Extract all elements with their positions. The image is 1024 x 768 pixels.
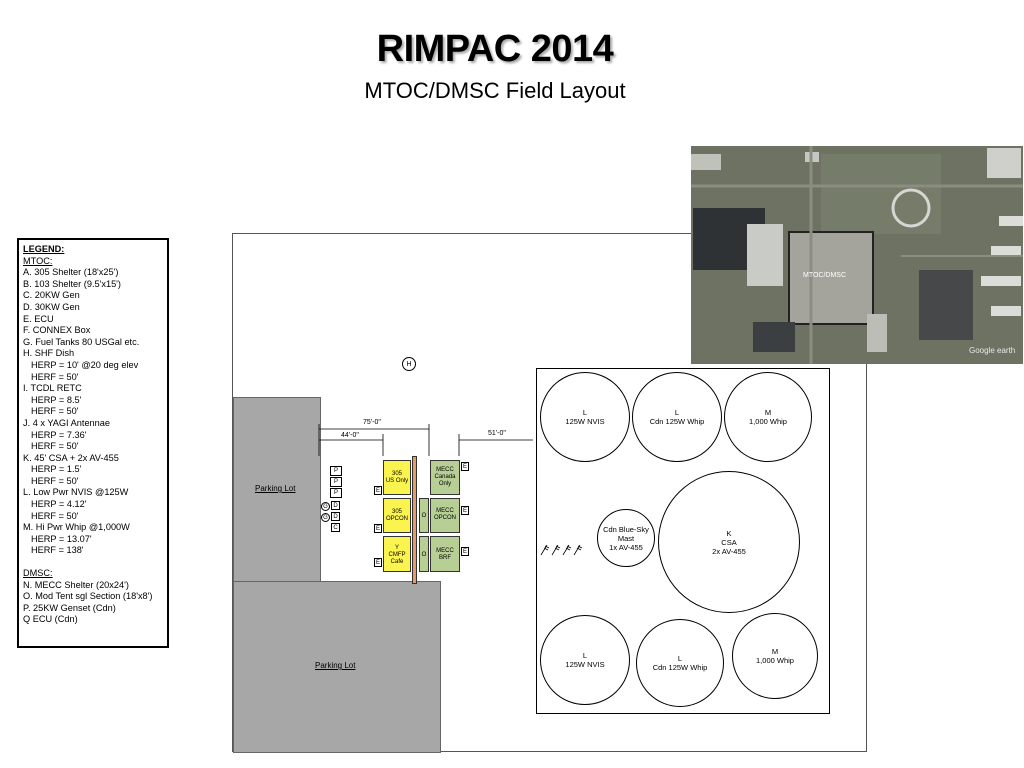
gen-d-2: D [331,512,340,521]
legend-item: Q ECU (Cdn) [23,614,78,625]
legend-item: HERP = 4.12' [31,499,87,510]
legend-dmsc-list: N. MECC Shelter (20x24')O. Mod Tent sgl … [23,580,163,626]
shelter-305-opcon: 305 OPCON [383,498,411,533]
legend-item: I. TCDL RETC [23,383,82,394]
legend-item: HERF = 50' [31,475,79,486]
satellite-image [691,146,1023,364]
legend-item: E. ECU [23,313,54,324]
legend-item: HERF = 50' [31,510,79,521]
legend-item: HERP = 7.36' [31,429,87,440]
mecc-opcon: MECC OPCON [430,498,460,533]
parking-lot-lower-label: Parking Lot [315,661,356,670]
google-earth-watermark: Google earth [969,346,1016,355]
mecc-brf: MECC BRF [430,536,460,572]
legend-item: HERF = 138' [31,545,84,556]
legend-item: C. 20KW Gen [23,290,80,301]
parking-lot-lower [233,581,441,753]
legend-dmsc-heading: DMSC: [23,568,53,579]
ecu-e-4: E [461,462,469,471]
shf-dish: H [402,357,416,371]
genset-p-3: P [330,488,342,498]
genset-p-1: P [330,466,342,476]
legend-item: HERF = 50' [31,441,79,452]
satellite-label: MTOC/DMSC [803,272,847,279]
gen-d-1: D [331,501,340,510]
antenna-field [536,368,830,714]
legend-item: HERP = 13.07' [31,533,92,544]
legend-item: F. CONNEX Box [23,325,91,336]
legend-item: N. MECC Shelter (20x24') [23,579,129,590]
legend-item: H. SHF Dish [23,348,75,359]
yagi-antennae-icon [540,544,583,556]
tent-o-2: O [419,536,429,572]
tent-o-1: O [419,498,429,533]
fuel-g-2: G [321,513,330,522]
dim-51: 51'-0" [488,430,506,437]
satellite-photo: MTOC/DMSC Google earth [691,146,1023,364]
page-title: RIMPAC 2014 [376,28,614,70]
legend-item: P. 25KW Genset (Cdn) [23,602,116,613]
ecu-e-5: E [461,506,469,515]
legend-item: M. Hi Pwr Whip @1,000W [23,522,130,533]
legend-item: HERF = 50' [31,371,79,382]
legend-item: A. 305 Shelter (18'x25') [23,267,119,278]
ecu-e-3: E [374,558,382,567]
dim-75: 75'-0" [363,419,381,426]
ecu-e-6: E [461,547,469,556]
fuel-g-1: G [321,502,330,511]
legend-item: K. 45' CSA + 2x AV-455 [23,452,119,463]
dim-44: 44'-0" [341,432,359,439]
legend-item: O. Mod Tent sgl Section (18'x8') [23,591,153,602]
legend-item: HERP = 10' @20 deg elev [31,359,139,370]
mecc-canada-only: MECC Canada Only [430,460,460,495]
legend-heading: LEGEND: [23,244,65,254]
legend-item: D. 30KW Gen [23,301,80,312]
ecu-e-2: E [374,524,382,533]
legend-item: G. Fuel Tanks 80 USGal etc. [23,336,140,347]
legend-item: B. 103 Shelter (9.5'x15') [23,278,121,289]
legend-item: HERP = 8.5' [31,394,82,405]
legend-item: HERF = 50' [31,406,79,417]
site-layout-map: Parking Lot Parking Lot H 75'-0" 44'-0" … [232,233,867,753]
legend-box: LEGEND: MTOC: A. 305 Shelter (18'x25')B.… [17,238,169,648]
shelter-cmfp-cafe: Y CMFP Cafe [383,536,411,572]
ecu-e-1: E [374,486,382,495]
page-subtitle: MTOC/DMSC Field Layout [364,78,626,103]
connector-strip [412,456,417,584]
legend-mtoc-list: A. 305 Shelter (18'x25')B. 103 Shelter (… [23,267,163,557]
antenna-blue-sky-mast: Cdn Blue-Sky Mast 1x AV-455 [597,509,655,567]
gen-c: C [331,523,340,532]
legend-item: HERP = 1.5' [31,464,82,475]
dimension-lines [318,424,533,456]
parking-lot-upper-label: Parking Lot [255,484,296,493]
shelter-305-us-only: 305 US Only [383,460,411,495]
legend-item: L. Low Pwr NVIS @125W [23,487,129,498]
legend-mtoc-heading: MTOC: [23,255,53,266]
legend-item: J. 4 x YAGI Antennae [23,417,110,428]
genset-p-2: P [330,477,342,487]
